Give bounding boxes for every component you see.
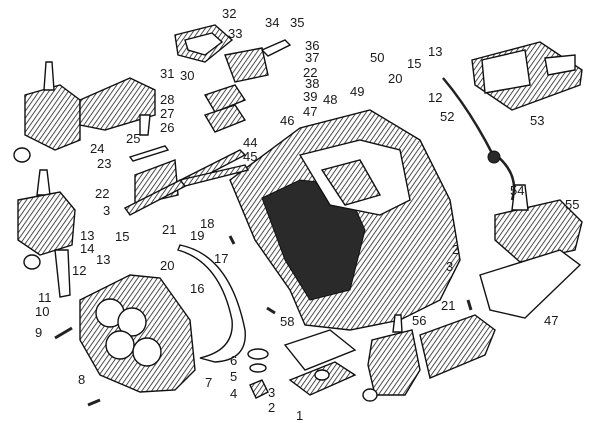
callout-15: 15 [407, 56, 421, 71]
callout-3: 3 [446, 259, 453, 274]
callout-31: 31 [160, 66, 174, 81]
callout-54: 54 [510, 183, 524, 198]
callout-28: 28 [160, 92, 174, 107]
callout-10: 10 [35, 304, 49, 319]
callout-53: 53 [530, 113, 544, 128]
callout-2: 2 [452, 242, 459, 257]
callout-32: 32 [222, 6, 236, 21]
callout-12: 12 [72, 263, 86, 278]
callout-8: 8 [78, 372, 85, 387]
callout-6: 6 [230, 353, 237, 368]
gearbox-assembly-31 [13, 61, 156, 163]
callout-50: 50 [370, 50, 384, 65]
callout-20: 20 [388, 71, 402, 86]
callout-47: 47 [544, 313, 558, 328]
callout-34: 34 [265, 15, 279, 30]
callout-58: 58 [280, 314, 294, 329]
transmission-housing [229, 109, 461, 331]
bottom-cover-1 [283, 329, 357, 396]
bolts [54, 235, 473, 407]
lever-knob [487, 150, 501, 164]
callout-23: 23 [97, 156, 111, 171]
callout-20: 20 [160, 258, 174, 273]
callout-12: 12 [428, 90, 442, 105]
callout-56: 56 [412, 313, 426, 328]
callout-44: 44 [243, 135, 257, 150]
callout-2: 2 [268, 400, 275, 415]
gearbox-assembly-55 [479, 184, 583, 319]
cover-gaskets-30 [174, 24, 292, 133]
callout-55: 55 [565, 197, 579, 212]
callout-17: 17 [214, 251, 228, 266]
callout-45: 45 [243, 149, 257, 164]
callout-38: 38 [305, 76, 319, 91]
callout-30: 30 [180, 68, 194, 83]
callout-4: 4 [230, 386, 237, 401]
gasket-16 [177, 244, 246, 363]
callout-39: 39 [303, 89, 317, 104]
callout-49: 49 [350, 84, 364, 99]
gearbox-assembly-56 [362, 314, 496, 402]
callout-19: 19 [190, 228, 204, 243]
callout-48: 48 [323, 92, 337, 107]
callout-25: 25 [126, 131, 140, 146]
callout-1: 1 [296, 408, 303, 423]
callout-35: 35 [290, 15, 304, 30]
gearbox-assembly-11 [17, 169, 76, 298]
nut-4 [249, 379, 269, 399]
callout-22: 22 [303, 65, 317, 80]
front-cover-plate-7 [79, 274, 196, 393]
callout-47: 47 [303, 104, 317, 119]
callout-3: 3 [268, 385, 275, 400]
callout-5: 5 [230, 369, 237, 384]
callout-21: 21 [441, 298, 455, 313]
callout-22: 22 [95, 186, 109, 201]
plates-23-19 [123, 145, 250, 216]
callout-24: 24 [90, 141, 104, 156]
callout-11: 11 [38, 290, 52, 305]
callout-21: 21 [162, 222, 176, 237]
callout-16: 16 [190, 281, 204, 296]
callout-13: 13 [96, 252, 110, 267]
callout-13: 13 [428, 44, 442, 59]
callout-9: 9 [35, 325, 42, 340]
seal-6 [247, 348, 269, 360]
callout-3: 3 [103, 203, 110, 218]
callout-15: 15 [115, 229, 129, 244]
callout-37: 37 [305, 50, 319, 65]
callout-18: 18 [200, 216, 214, 231]
callout-7: 7 [205, 375, 212, 390]
callout-13: 13 [80, 228, 94, 243]
seal-5 [249, 363, 267, 373]
top-cover-53 [471, 41, 583, 111]
callout-27: 27 [160, 106, 174, 121]
callout-52: 52 [440, 109, 454, 124]
callout-36: 36 [305, 38, 319, 53]
callout-14: 14 [80, 241, 94, 256]
callout-33: 33 [228, 26, 242, 41]
callout-26: 26 [160, 120, 174, 135]
callout-46: 46 [280, 113, 294, 128]
